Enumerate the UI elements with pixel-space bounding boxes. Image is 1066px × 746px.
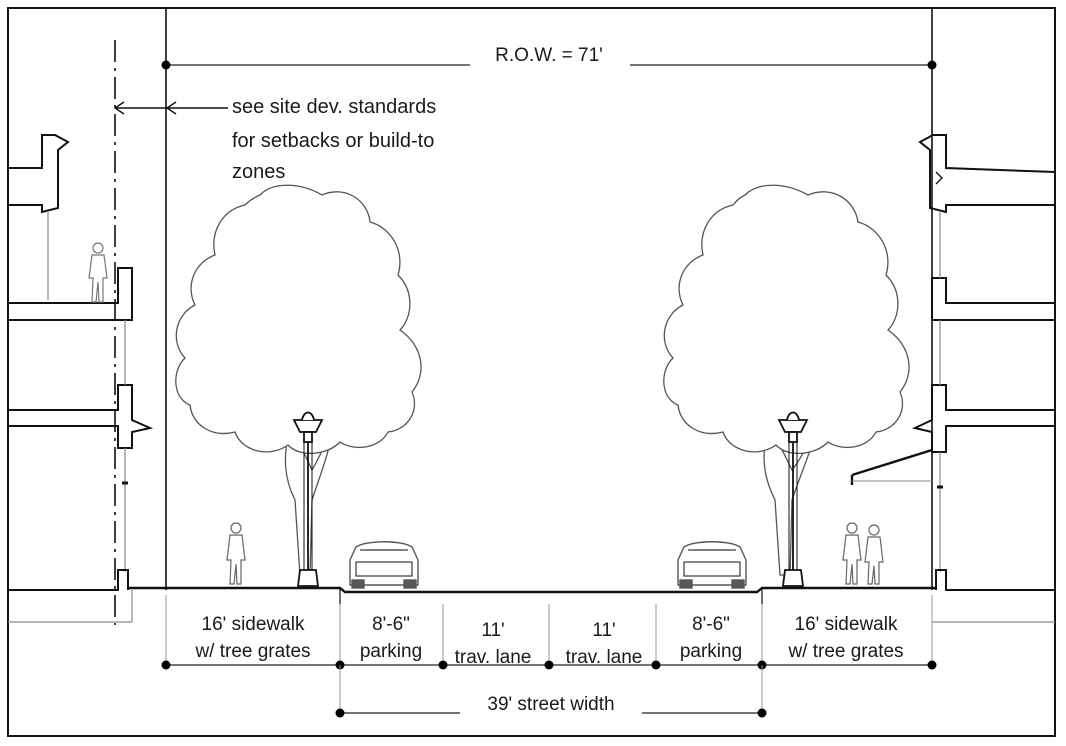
street-width-label: 39' street width [487,694,614,715]
awning [851,448,933,477]
left-cornice [8,134,70,214]
arrow-left-icon [113,101,125,115]
street-lamp-left [292,411,324,587]
segment-label-line2: w/ tree grates [194,641,310,662]
tree-left [175,184,422,576]
segment-labels: 16' sidewalk w/ tree grates 8'-6" parkin… [194,614,903,668]
pedestrian-icon [842,522,862,585]
left-floor-lower [8,384,154,449]
right-base [935,569,1055,591]
left-base [8,569,129,591]
row-dot-left [161,60,171,70]
car-icon [677,541,747,589]
right-cornice [918,134,1056,214]
pedestrian-icon [226,522,246,585]
segment-label-line2: w/ tree grates [787,641,903,662]
arrow-left-icon [165,101,177,115]
segment-label-line1: 8'-6" [692,614,730,635]
right-floor-lower [911,384,1055,453]
segment-label-line1: 11' [481,620,504,641]
ground-profile [128,586,936,594]
row-dimension: R.O.W. = 71' [161,8,937,590]
person-icon [88,242,108,303]
right-building [850,134,1056,623]
tree-right [663,184,910,576]
street-width-dimension: 39' street width [335,665,767,718]
segment-label-line1: 11' [592,620,615,641]
pedestrian-icon [864,524,884,585]
segment-label-line2: parking [360,641,422,662]
street-lamp-right [777,411,809,587]
setback-note-line-3: zones [232,161,285,183]
segment-dimension-line [161,660,937,670]
segment-label-line2: trav. lane [455,647,532,668]
row-dot-right [927,60,937,70]
left-building [8,134,154,623]
segment-label-line1: 16' sidewalk [795,614,898,635]
right-floor-upper [931,277,1055,321]
segment-label-line1: 8'-6" [372,614,410,635]
setback-note-line-2: for setbacks or build-to [232,130,434,152]
segment-label-line2: trav. lane [566,647,643,668]
setback-callout: see site dev. standards for setbacks or … [113,40,436,625]
segment-label-line2: parking [680,641,742,662]
row-label: R.O.W. = 71' [495,45,603,66]
left-floor-upper [8,267,133,321]
segment-dividers [165,595,933,665]
car-icon [349,541,419,589]
setback-note-line-1: see site dev. standards [232,96,436,118]
segment-label-line1: 16' sidewalk [202,614,305,635]
frame-border [7,7,1056,737]
